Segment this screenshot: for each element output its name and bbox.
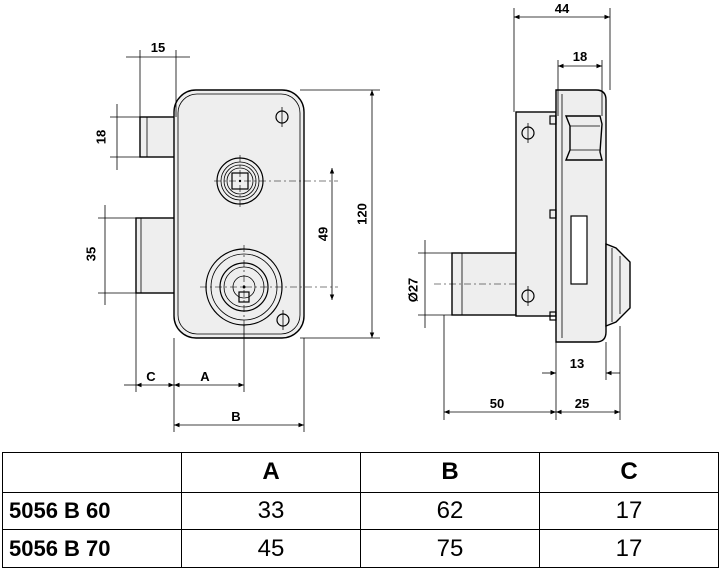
header-cell xyxy=(2,452,182,493)
table-header-row: A B C xyxy=(2,452,719,493)
header-cell: C xyxy=(539,452,719,493)
screw-top xyxy=(275,107,289,127)
side-screw-bottom xyxy=(521,286,535,306)
side-plate xyxy=(515,111,557,317)
dim-front-height: 120 xyxy=(354,203,369,225)
dim-side-cylinder-length: 50 xyxy=(490,396,504,411)
dim-side-body-width: 25 xyxy=(575,396,589,411)
dim-front-width-top: 15 xyxy=(151,40,165,55)
side-screw-top xyxy=(521,123,535,143)
value-cell: 17 xyxy=(539,491,719,531)
cylinder-housing xyxy=(135,217,179,294)
value-cell: 45 xyxy=(181,529,361,568)
front-view: 15 18 35 49 120 C A B xyxy=(83,40,380,432)
dim-front-b: B xyxy=(231,409,240,424)
value-cell: 62 xyxy=(360,491,540,531)
header-cell: B xyxy=(360,452,540,493)
technical-drawing: 15 18 35 49 120 C A B xyxy=(83,1,631,432)
side-knob xyxy=(564,115,603,161)
header-cell: A xyxy=(181,452,361,493)
dim-front-key-spacing: 49 xyxy=(315,227,330,241)
bolt xyxy=(139,116,177,158)
screw-bottom xyxy=(276,310,290,330)
table-row: 5056 B 60 33 62 17 xyxy=(2,491,719,531)
spec-table: A B C 5056 B 60 33 62 17 5056 B 70 45 75… xyxy=(2,452,719,568)
value-cell: 17 xyxy=(539,529,719,568)
value-cell: 75 xyxy=(360,529,540,568)
table-row: 5056 B 70 45 75 17 xyxy=(2,529,719,568)
side-cap xyxy=(605,242,631,328)
side-view: 44 18 Ø27 13 50 25 xyxy=(405,1,631,420)
dim-front-bolt-height: 18 xyxy=(93,130,108,144)
model-cell: 5056 B 70 xyxy=(2,529,182,568)
dim-front-cylinder-height: 35 xyxy=(83,247,98,261)
dim-front-a: A xyxy=(200,369,210,384)
side-slot xyxy=(570,215,588,285)
value-cell: 33 xyxy=(181,491,361,531)
dim-front-c: C xyxy=(146,369,156,384)
model-cell: 5056 B 60 xyxy=(2,491,182,531)
dim-side-total-width: 44 xyxy=(555,1,570,16)
dim-side-knob-width: 18 xyxy=(573,49,587,64)
dim-side-diameter: Ø27 xyxy=(405,278,420,303)
lock-body xyxy=(173,89,305,339)
dim-side-plate-width: 13 xyxy=(570,356,584,371)
